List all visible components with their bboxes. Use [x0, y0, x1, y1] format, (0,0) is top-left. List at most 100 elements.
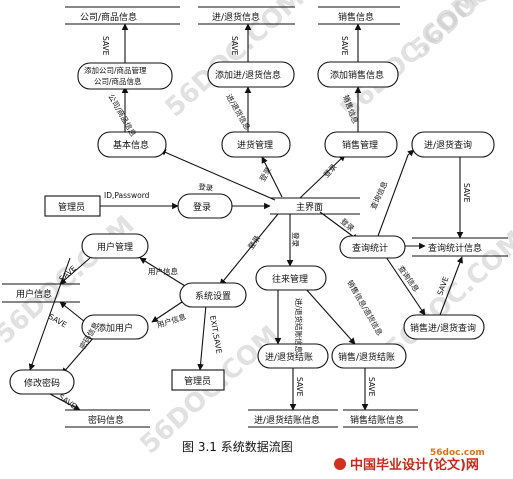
process-sys-settings-label: 系统设置	[195, 290, 231, 302]
process-user-mgmt-label: 用户管理	[97, 241, 133, 253]
flow-label-exit-save: EXIT,SAVE	[208, 315, 224, 355]
store-stock-settle: 进/退货结账信息	[248, 409, 338, 428]
flow-label-login: 登录	[339, 216, 357, 234]
store-sales-settle-label: 销售结账信息	[350, 414, 404, 426]
process-sales-query	[403, 314, 485, 340]
store-sales-settle: 销售结账信息	[343, 409, 418, 428]
process-basic-info	[97, 131, 167, 158]
flow-account-salessettle	[304, 287, 356, 345]
process-stock-mgmt	[221, 131, 291, 158]
flow-label-stock-return: 进/退货信息	[224, 92, 253, 132]
logo-site: 56doc.com	[430, 448, 485, 458]
process-sys-settings	[179, 282, 247, 308]
process-sales-settle	[331, 343, 407, 369]
flow-sys-admin	[197, 304, 207, 371]
edges	[28, 23, 464, 411]
entities: 管理员 管理员	[44, 195, 225, 391]
entity-admin-bottom-label: 管理员	[184, 375, 211, 387]
store-password-label: 密码信息	[88, 414, 124, 426]
process-add-stock	[207, 61, 295, 88]
store-stock-settle-label: 进/退货结账信息	[254, 414, 320, 426]
store-user-label: 用户信息	[16, 288, 52, 300]
flow-usermgmt-pwd	[28, 257, 71, 371]
process-change-pwd-label: 修改密码	[24, 377, 60, 389]
process-add-company	[77, 62, 173, 90]
process-change-pwd	[9, 369, 75, 395]
flow-salesquery-store	[439, 256, 463, 316]
process-main: 主界面	[270, 197, 360, 215]
process-add-sales	[317, 61, 399, 88]
flow-main-basic	[159, 149, 276, 201]
store-stock-label: 进/退货信息	[212, 11, 260, 23]
flow-label-id-password: ID,Password	[104, 191, 150, 200]
flow-label-login: 登录	[198, 181, 215, 193]
flow-label-user-info: 用户信息	[148, 266, 178, 276]
process-add-user	[81, 314, 149, 340]
store-stock: 进/退货信息	[198, 6, 295, 25]
entity-admin-label: 管理员	[58, 201, 85, 213]
processes: 添加公司/商品管理 公司/商品信息 添加进/退货信息 添加销售信息 基本信息 进…	[9, 61, 495, 395]
flow-label-save: SAVE	[295, 377, 304, 397]
process-stock-settle-label: 进/退货结账	[265, 351, 313, 363]
flow-label-save: SAVE	[367, 377, 376, 397]
flow-sys-adduser	[151, 299, 186, 323]
process-query-stats	[339, 235, 406, 259]
flow-label-save: SAVE	[47, 312, 69, 330]
flow-sys-usermgmt	[139, 257, 186, 287]
flow-label-save: SAVE	[462, 183, 471, 203]
process-stock-mgmt-label: 进货管理	[237, 139, 273, 151]
site-logo: 56doc.com 中国毕业设计(论文)网	[334, 448, 485, 473]
process-account-mgmt-label: 往来管理	[272, 273, 308, 285]
flow-label-sales-settle: 销售信息/退货信息	[345, 278, 385, 338]
process-login	[177, 193, 233, 219]
flow-label-user-info: 用户信息	[156, 311, 188, 330]
figure-caption: 图 3.1 系统数据流图	[182, 439, 293, 454]
process-add-stock-label: 添加进/退货信息	[215, 69, 281, 81]
store-password: 密码信息	[65, 409, 150, 428]
process-stock-query	[411, 131, 495, 158]
flow-main-query	[319, 211, 359, 241]
process-user-mgmt	[81, 233, 149, 259]
flow-query-stockquery	[377, 149, 415, 237]
entity-admin	[44, 195, 101, 217]
store-query: 查询统计信息	[412, 237, 508, 257]
flow-label-save: SAVE	[101, 36, 110, 56]
process-main-label: 主界面	[296, 201, 323, 213]
flow-adduser-pwd	[61, 335, 96, 375]
store-user: 用户信息	[2, 283, 80, 303]
flow-label-save: SAVE	[230, 36, 239, 56]
flow-label-save: SAVE	[57, 392, 78, 411]
flow-label-save: SAVE	[340, 36, 349, 56]
flow-label-query-info: 查询信息	[368, 179, 390, 211]
flow-changepwd-store	[49, 393, 81, 411]
process-add-sales-label: 添加销售信息	[330, 69, 384, 81]
stores: 公司/商品信息 进/退货信息 销售信息 用户信息 查询统计信息 密码信息 进/退…	[2, 6, 508, 428]
process-sales-mgmt-label: 销售管理	[342, 139, 378, 151]
flow-main-stock	[261, 156, 283, 198]
entity-admin-bottom	[171, 369, 225, 391]
flow-label-login: 登录	[291, 232, 301, 247]
store-sales: 销售信息	[318, 6, 400, 25]
flow-usermgmt-store	[59, 257, 91, 285]
store-query-label: 查询统计信息	[428, 242, 482, 254]
flow-adduser-store	[59, 301, 86, 323]
flow-label-login: 登录	[257, 165, 273, 183]
flow-query-salesquery	[383, 253, 426, 316]
process-account-mgmt	[255, 265, 327, 291]
process-add-user-label: 添加用户	[97, 322, 133, 334]
process-sales-query-label: 销售进/退货查询	[410, 322, 476, 334]
flow-label-stock-settle: 进/退货结账信息	[294, 298, 304, 354]
flow-main-sales	[299, 154, 346, 199]
process-stock-settle	[257, 343, 329, 369]
process-stock-query-label: 进/退货查询	[424, 139, 472, 151]
store-sales-label: 销售信息	[338, 11, 374, 23]
store-company-label: 公司/商品信息	[80, 11, 137, 23]
process-sales-settle-label: 销售/退货结账	[338, 351, 395, 363]
flow-main-sys	[219, 213, 279, 286]
watermark: 56DOC.COM	[405, 0, 513, 65]
process-add-company-label-1: 添加公司/商品管理	[84, 65, 147, 75]
process-query-stats-label: 查询统计	[352, 242, 388, 254]
process-sales-mgmt	[324, 131, 398, 158]
logo-brand: 中国毕业设计(论文)网	[350, 457, 479, 473]
